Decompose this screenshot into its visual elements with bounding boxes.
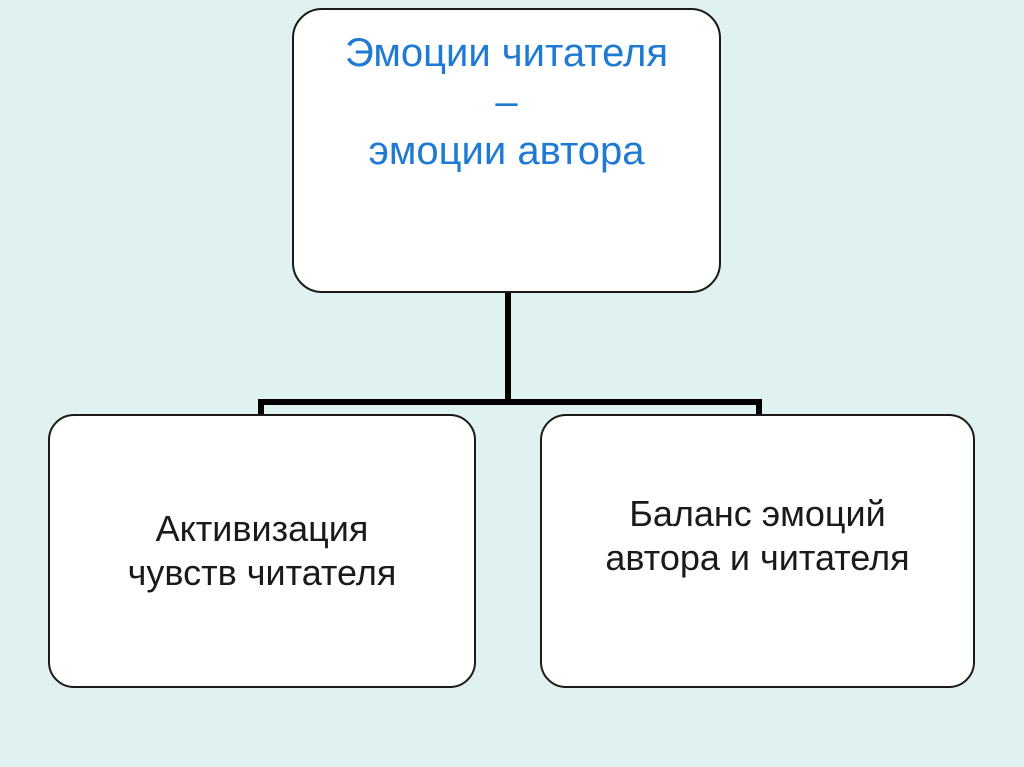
- node-child-left-line-2: чувств читателя: [127, 552, 397, 593]
- connector-left-drop: [258, 399, 264, 417]
- node-child-right-text: Баланс эмоций автора и читателя: [542, 492, 973, 610]
- node-child-right-line-1: Баланс эмоций: [629, 493, 886, 535]
- node-child-left-line-1: Активизация: [155, 508, 369, 550]
- node-child-right[interactable]: Баланс эмоций автора и читателя: [540, 414, 975, 688]
- connector-vertical-trunk: [505, 292, 511, 405]
- node-root-line-1: Эмоции читателя: [345, 31, 668, 76]
- node-root-line-3: эмоции автора: [368, 128, 645, 173]
- node-child-left-text: Активизация чувств читателя: [50, 507, 474, 595]
- connector-right-drop: [756, 399, 762, 417]
- node-root[interactable]: Эмоции читателя – эмоции автора: [292, 8, 721, 293]
- node-root-line-2: –: [495, 80, 518, 125]
- connector-horizontal-bar: [258, 399, 762, 405]
- node-root-text: Эмоции читателя – эмоции автора: [294, 29, 719, 271]
- node-child-right-line-2: автора и читателя: [605, 537, 910, 578]
- node-child-left[interactable]: Активизация чувств читателя: [48, 414, 476, 688]
